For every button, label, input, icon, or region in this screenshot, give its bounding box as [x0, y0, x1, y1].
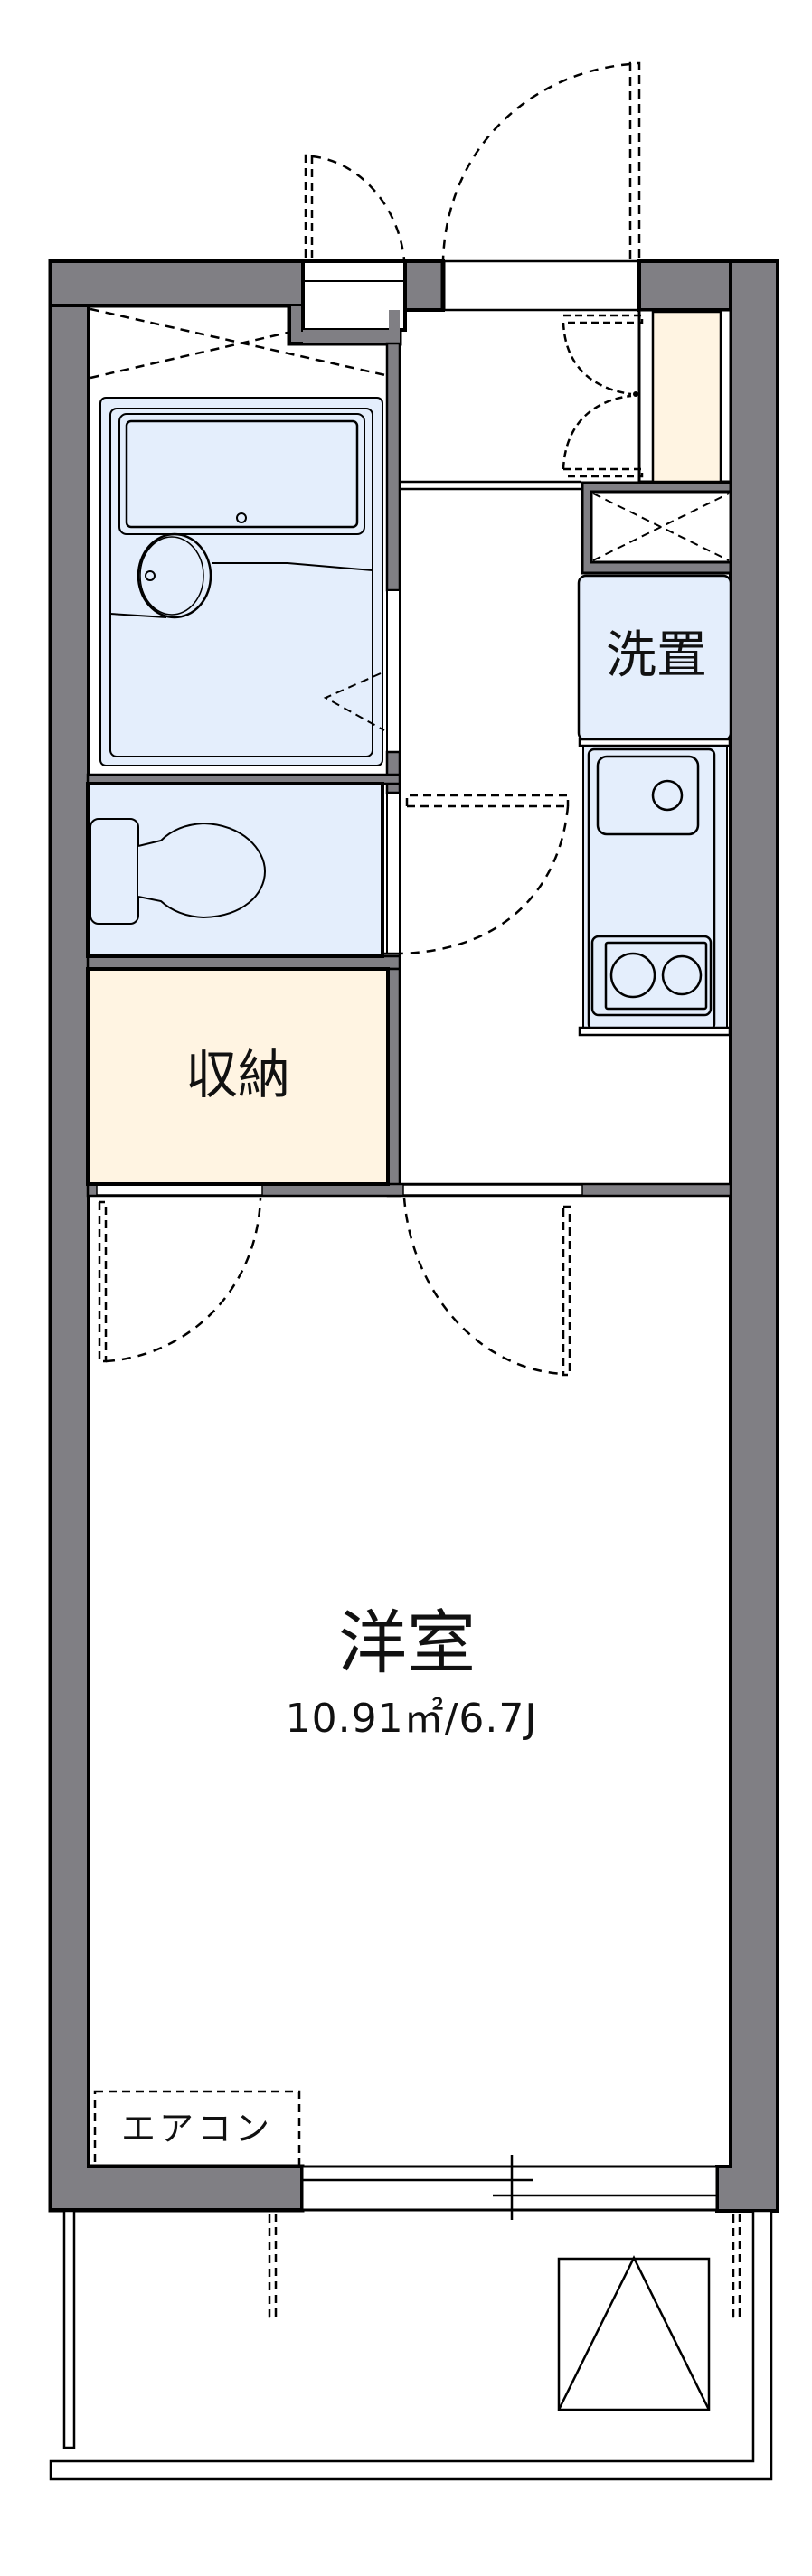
sink-drain	[651, 779, 684, 812]
main-room-area: 10.91㎡/6.7J	[285, 1696, 538, 1742]
kitchen-counter	[578, 738, 732, 1037]
kitchen-sink	[596, 755, 700, 836]
evacuation-hatch	[557, 2255, 711, 2411]
bathroom-ceiling-hatch	[90, 307, 386, 380]
wall-fills	[49, 259, 779, 2213]
balcony	[49, 2209, 773, 2481]
unit-bath	[99, 397, 385, 766]
storage-label: 収納	[184, 1044, 290, 1105]
sliding-window	[300, 2155, 719, 2220]
burner-left	[609, 952, 656, 999]
storage-closet	[86, 967, 390, 1186]
washer-space-label: 洗置	[606, 626, 707, 685]
main-room-label: 洋室	[338, 1603, 476, 1683]
shoe-cabinet-doors	[562, 314, 644, 478]
pipe-shaft	[581, 481, 732, 575]
aircon-outline	[93, 2090, 301, 2168]
interior-walls	[86, 342, 732, 1198]
burner-right	[661, 954, 703, 996]
doors	[98, 61, 741, 2318]
shoe-cabinet	[637, 308, 732, 484]
toilet-room	[86, 782, 384, 958]
aircon-label: エアコン	[120, 2109, 273, 2148]
